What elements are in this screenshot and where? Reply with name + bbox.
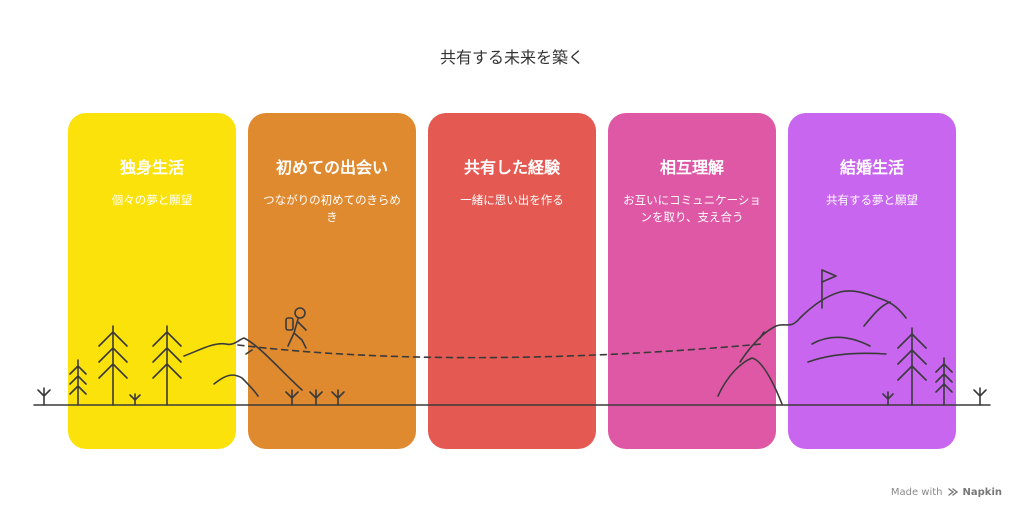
hill-icon xyxy=(183,337,303,397)
footer-brand: Napkin xyxy=(962,486,1002,498)
tree-icon xyxy=(69,359,87,406)
stage-title: 共有した経験 xyxy=(463,158,560,177)
stage-card-mutual-understanding: 相互理解 お互いにコミュニケーションを取り、支え合う xyxy=(608,113,776,449)
stage-description: つながりの初めてのきらめき xyxy=(263,193,401,224)
mountain-icon xyxy=(717,290,907,405)
stage-title: 初めての出会い xyxy=(275,158,388,177)
grass-icon xyxy=(973,387,987,406)
stage-description: 一緒に思い出を作る xyxy=(460,193,564,207)
hiker-icon xyxy=(285,307,307,349)
napkin-logo-icon xyxy=(947,488,958,496)
stage-description: お互いにコミュニケーションを取り、支え合う xyxy=(623,193,761,224)
stage-description: 共有する夢と願望 xyxy=(826,193,918,207)
footer-credit: Made with Napkin xyxy=(891,486,1002,498)
stage-description: 個々の夢と願望 xyxy=(111,193,193,207)
tree-icon xyxy=(98,325,128,406)
stage-card-single-life: 独身生活 個々の夢と願望 xyxy=(68,113,236,449)
grass-icon xyxy=(37,387,51,406)
footer-prefix: Made with xyxy=(890,486,943,498)
grass-icon xyxy=(309,389,323,406)
stage-title: 相互理解 xyxy=(659,158,724,177)
tree-icon xyxy=(897,327,927,406)
grass-icon xyxy=(285,389,299,406)
stage-card-married-life: 結婚生活 共有する夢と願望 xyxy=(788,113,956,449)
stage-title: 独身生活 xyxy=(119,158,184,177)
grass-icon xyxy=(129,393,141,406)
tree-icon xyxy=(935,357,953,406)
grass-icon xyxy=(882,391,894,406)
flag-icon xyxy=(821,269,837,309)
page-title: 共有する未来を築く xyxy=(439,48,584,67)
stage-card-shared-experience: 共有した経験 一緒に思い出を作る xyxy=(428,113,596,449)
stage-title: 結婚生活 xyxy=(839,158,904,177)
tree-icon xyxy=(152,325,182,406)
journey-path xyxy=(237,343,763,359)
grass-icon xyxy=(331,389,345,406)
